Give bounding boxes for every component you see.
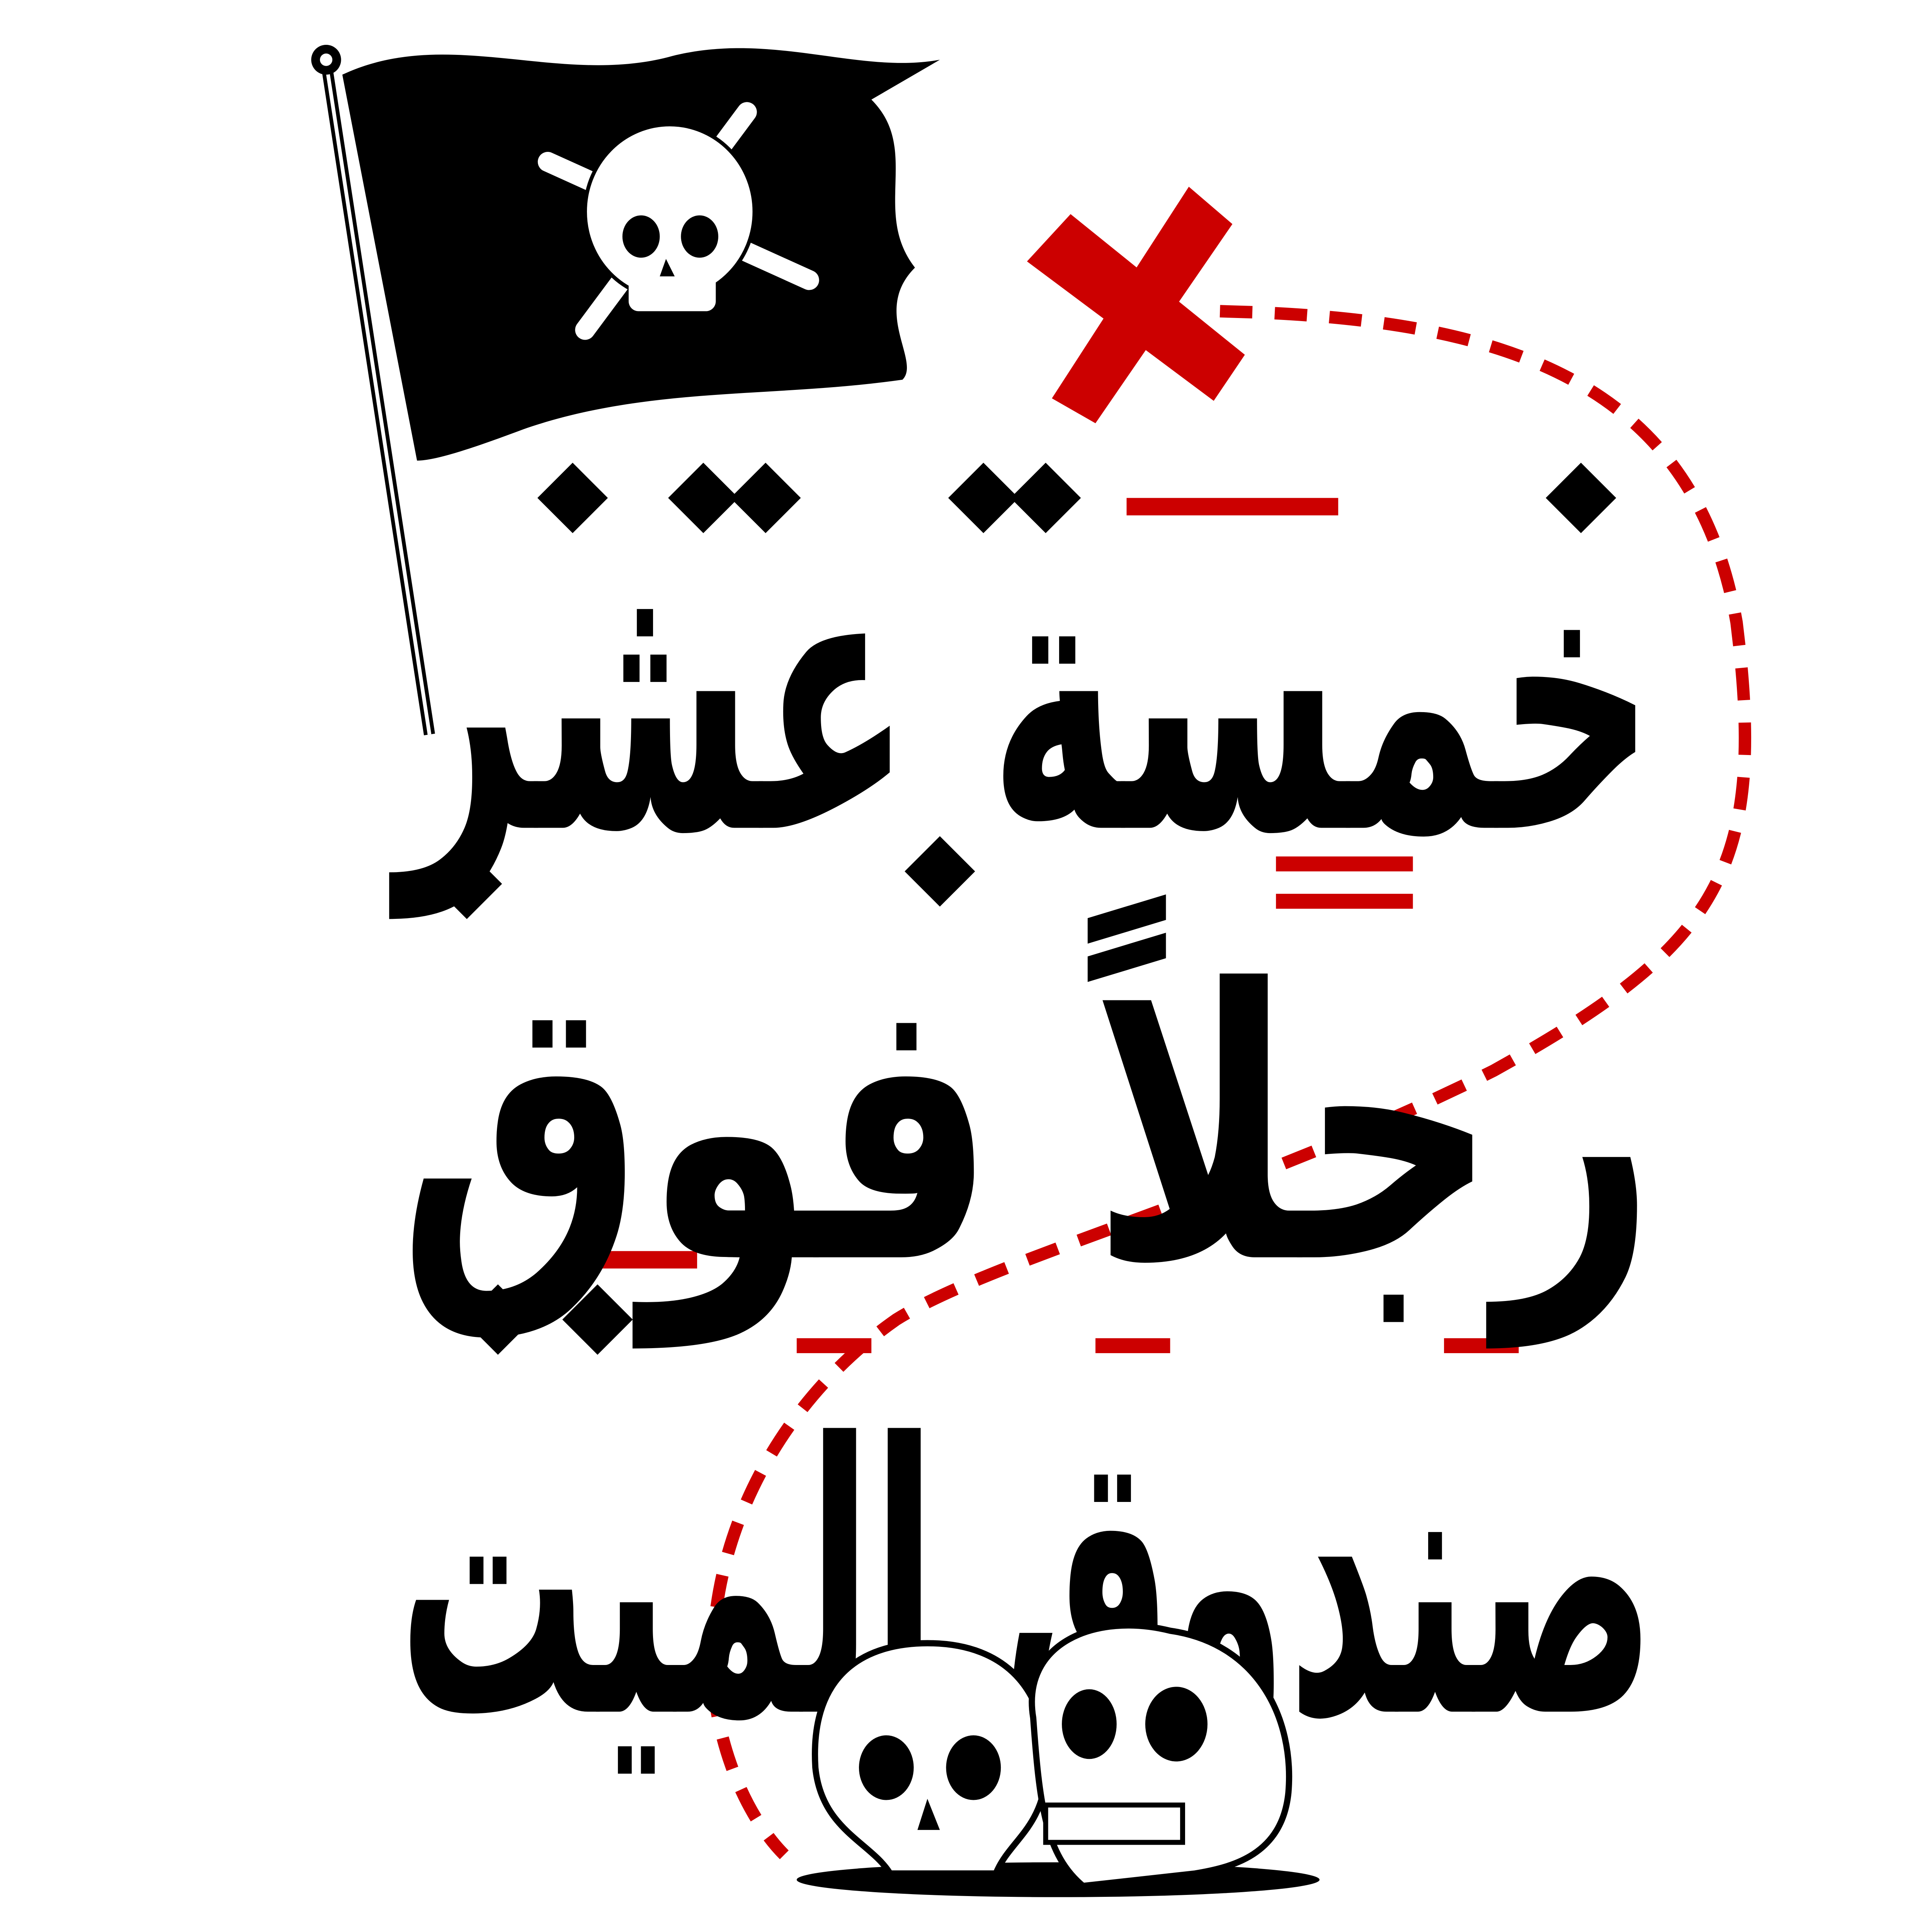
pirate-flag-icon xyxy=(311,44,940,735)
dashed-treasure-path xyxy=(707,305,1752,1859)
two-skulls-icon xyxy=(796,1622,1320,1897)
skull-crossbones-icon xyxy=(537,102,819,340)
red-x-mark-icon xyxy=(1027,187,1245,423)
lettering-line-1: خمسة عشر xyxy=(388,481,1656,921)
